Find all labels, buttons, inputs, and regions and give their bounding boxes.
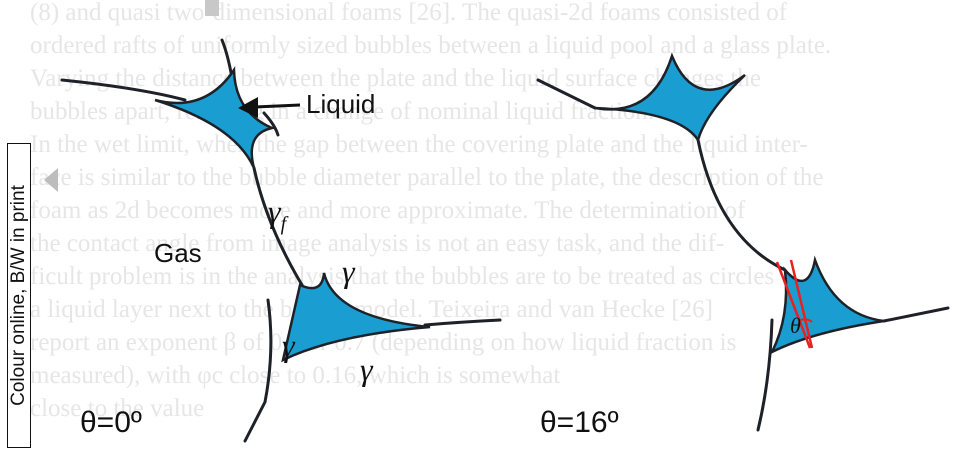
gas-label: Gas bbox=[154, 238, 202, 268]
liquid-callout: Liquid bbox=[238, 89, 375, 119]
gamma-label-bottom: γ bbox=[360, 351, 374, 387]
background-text-block: (8) and quasi two-dimensional foams [26]… bbox=[30, 0, 831, 422]
bg-line-4: In the wet limit, when the gap between t… bbox=[30, 131, 808, 158]
left-films bbox=[60, 38, 502, 443]
contact-angle-line-a bbox=[775, 261, 812, 349]
bg-line-6: foam as 2d becomes more and more approxi… bbox=[30, 197, 746, 224]
bg-line-0: (8) and quasi two-dimensional foams [26]… bbox=[30, 0, 788, 26]
top-grey-mark bbox=[205, 0, 219, 16]
right-upper-liquid-border bbox=[594, 52, 746, 143]
theta-label: θ bbox=[790, 313, 801, 338]
bg-line-5: face is similar to the bubble diameter p… bbox=[30, 164, 823, 191]
contact-angle-arc bbox=[799, 318, 813, 323]
bg-line-7: the contact angle from image analysis is… bbox=[30, 230, 724, 257]
colour-note-box: Colour online, B/W in print bbox=[7, 143, 31, 448]
bg-line-8: ficult problem is in the analysis that t… bbox=[30, 263, 774, 290]
bg-line-12: close to the value bbox=[30, 395, 204, 422]
bg-line-11: measured), with φc close to 0.16, which … bbox=[30, 362, 560, 389]
bg-line-3: bubbles apart, resulting in a change of … bbox=[30, 98, 654, 125]
left-foam-structure bbox=[60, 38, 502, 443]
left-margin-arrow-mark bbox=[44, 168, 58, 192]
right-films bbox=[536, 78, 950, 432]
gamma-label-left: γ bbox=[282, 327, 296, 363]
gamma-f-symbol: γ bbox=[268, 193, 282, 229]
liquid-arrow-shaft bbox=[254, 103, 301, 109]
gamma-f-label: γf bbox=[268, 193, 289, 235]
bg-line-1: ordered rafts of uniformly sized bubbles… bbox=[30, 32, 831, 59]
right-foam-structure: θ bbox=[536, 52, 950, 432]
bg-line-2: Varying the distance between the plate a… bbox=[30, 65, 761, 92]
contact-angle-line-b bbox=[789, 259, 814, 349]
gamma-label-top: γ bbox=[342, 253, 356, 289]
angle-caption-right: θ=16º bbox=[540, 406, 619, 439]
left-lower-liquid-border bbox=[281, 272, 431, 363]
left-upper-liquid-border bbox=[154, 66, 277, 169]
liquid-arrow-head bbox=[238, 97, 258, 118]
liquid-label: Liquid bbox=[306, 89, 375, 119]
angle-caption-left: θ=0º bbox=[80, 406, 142, 439]
right-lower-liquid-border bbox=[769, 255, 885, 355]
gamma-f-subscript: f bbox=[281, 213, 289, 235]
